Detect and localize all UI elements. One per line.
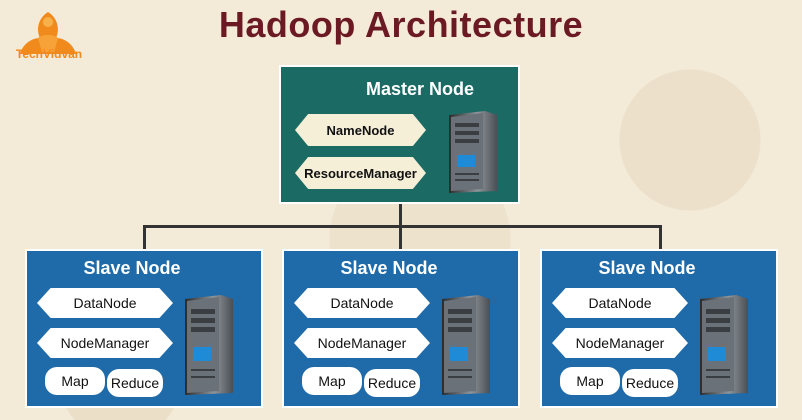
connector-master-down [399,204,402,226]
connector-horizontal [143,225,662,228]
server-tower-icon [442,295,490,395]
slave-node-title: Slave Node [340,258,438,278]
slave-node: Slave Node DataNode NodeManager Map Redu… [282,249,520,408]
techvidvan-logo-icon [20,12,76,54]
resourcemanager-pill: ResourceManager [295,157,426,189]
nodemanager-pill: NodeManager [294,328,430,358]
namenode-pill: NameNode [295,114,426,146]
master-node: Master Node NameNode ResourceManager [279,65,520,204]
slave-node: Slave Node DataNode NodeManager Map Redu… [540,249,778,408]
reduce-pill: Reduce [107,369,163,397]
nodemanager-pill: NodeManager [552,328,688,358]
connector-slave-1 [143,225,146,249]
map-pill: Map [45,367,105,395]
reduce-pill: Reduce [622,369,678,397]
map-pill: Map [302,367,362,395]
brand-name: TechVidvan [15,47,83,61]
datanode-pill: DataNode [37,288,173,318]
nodemanager-pill: NodeManager [37,328,173,358]
connector-slave-3 [659,225,662,249]
reduce-pill: Reduce [364,369,420,397]
master-node-title: Master Node [365,79,475,99]
server-tower-icon [700,295,748,395]
connector-slave-2 [399,225,402,249]
server-tower-icon [449,111,497,193]
slave-node-title: Slave Node [83,258,181,278]
datanode-pill: DataNode [294,288,430,318]
slave-node: Slave Node DataNode NodeManager Map Redu… [25,249,263,408]
datanode-pill: DataNode [552,288,688,318]
map-pill: Map [560,367,620,395]
page-title: Hadoop Architecture [218,4,584,45]
slave-node-title: Slave Node [598,258,696,278]
server-tower-icon [185,295,233,395]
